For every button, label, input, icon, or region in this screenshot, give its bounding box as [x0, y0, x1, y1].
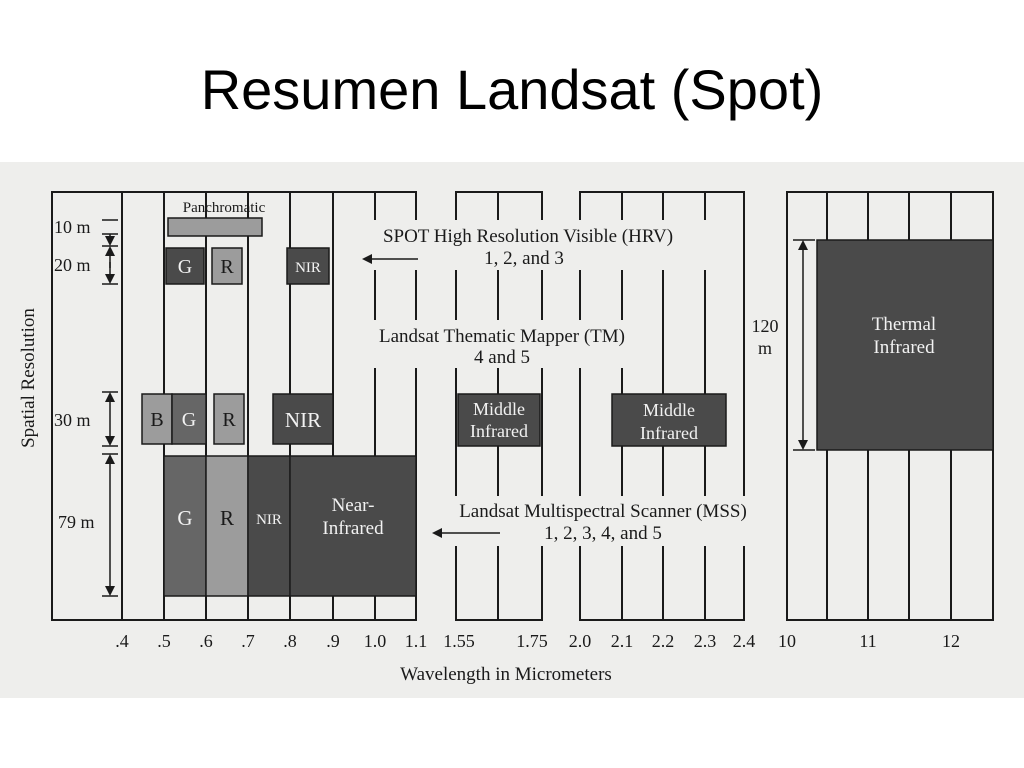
- spot-green-band: [165, 247, 205, 285]
- tm-thermal-infrared-band: [816, 239, 994, 451]
- mss-green-band: [163, 455, 207, 597]
- diagram-scan: Spatial Resolution 10 m 20 m 30 m 79 m 1…: [0, 162, 1024, 698]
- mss-green-label: G: [177, 506, 192, 530]
- tick-label: 1.75: [516, 631, 548, 651]
- mss-near-infrared-label-line2: Infrared: [322, 518, 384, 539]
- tm-middle-infrared-2-label-line2: Infrared: [640, 423, 698, 443]
- mss-sensor-name: Landsat Multispectral Scanner (MSS): [459, 501, 747, 522]
- tm-thermal-infrared-label-line2: Infrared: [873, 337, 935, 358]
- wavelength-ticks: .4 .5 .6 .7 .8 .9 1.0 1.1 1.55 1.75 2.0 …: [115, 631, 960, 651]
- tick-label: 12: [942, 631, 960, 651]
- resolution-label-120m-line2: m: [758, 338, 772, 358]
- resolution-label-10m: 10 m: [54, 217, 91, 237]
- tm-red-label: R: [222, 409, 236, 431]
- tick-label: 11: [859, 631, 876, 651]
- spot-label-bg: [344, 220, 706, 270]
- tm-blue-label: B: [150, 409, 163, 431]
- tick-label: 2.3: [694, 631, 717, 651]
- y-axis-label: Spatial Resolution: [18, 308, 39, 448]
- tick-label: .5: [157, 631, 171, 651]
- mss-near-infrared-label-line1: Near-: [332, 495, 375, 516]
- mss-near-infrared-band: [289, 455, 417, 597]
- tick-label: 1.1: [405, 631, 428, 651]
- mss-red-band: [205, 455, 249, 597]
- tm-middle-infrared-2-label-line1: Middle: [643, 400, 695, 420]
- tm-red-band: [213, 393, 245, 445]
- tick-label: 2.2: [652, 631, 675, 651]
- tm-thermal-infrared-label-line1: Thermal: [872, 314, 936, 335]
- tick-label: .9: [326, 631, 340, 651]
- tm-middle-infrared-1-label-line1: Middle: [473, 399, 525, 419]
- spot-sensor-name: SPOT High Resolution Visible (HRV): [383, 226, 673, 247]
- spot-red-band: [211, 247, 243, 285]
- spot-nir-label: NIR: [295, 260, 321, 276]
- mss-nir-label: NIR: [256, 512, 282, 528]
- spot-panchromatic-band: [167, 217, 263, 237]
- tm-nir-band: [272, 393, 334, 445]
- tm-green-label: G: [182, 409, 196, 431]
- tick-label: .8: [283, 631, 297, 651]
- x-axis-label: Wavelength in Micrometers: [400, 664, 612, 685]
- tick-label: .6: [199, 631, 213, 651]
- mss-red-label: R: [220, 506, 234, 530]
- resolution-label-20m: 20 m: [54, 255, 91, 275]
- tick-label: .4: [115, 631, 129, 651]
- tm-middle-infrared-1-band: [457, 393, 541, 447]
- tick-label: .7: [241, 631, 255, 651]
- panel-visible-nir-frame: [51, 191, 417, 621]
- tm-label-bg: [350, 320, 652, 368]
- spot-red-label: R: [220, 256, 234, 278]
- tm-nir-label: NIR: [285, 408, 321, 432]
- tm-middle-infrared-1-label-line2: Infrared: [470, 421, 528, 441]
- spot-sensor-models: 1, 2, and 3: [484, 248, 564, 269]
- resolution-label-30m: 30 m: [54, 410, 91, 430]
- tm-sensor-models: 4 and 5: [474, 347, 530, 368]
- tm-green-band: [171, 393, 207, 445]
- tm-middle-infrared-2-band: [611, 393, 727, 447]
- tick-label: 1.55: [443, 631, 475, 651]
- mss-sensor-models: 1, 2, 3, 4, and 5: [544, 523, 662, 544]
- tick-label: 10: [778, 631, 796, 651]
- spectral-bands-diagram: Spatial Resolution 10 m 20 m 30 m 79 m 1…: [18, 191, 994, 685]
- tick-label: 2.4: [733, 631, 756, 651]
- resolution-label-120m-line1: 120: [752, 316, 779, 336]
- tm-blue-band: [141, 393, 173, 445]
- resolution-arrows: [105, 234, 808, 596]
- panchromatic-label: Panchromatic: [183, 200, 266, 216]
- spot-nir-band: [286, 247, 330, 285]
- tick-label: 2.0: [569, 631, 592, 651]
- tm-sensor-name: Landsat Thematic Mapper (TM): [379, 326, 625, 347]
- mss-label-bg: [426, 496, 778, 546]
- tick-label: 2.1: [611, 631, 634, 651]
- spot-green-label: G: [178, 256, 192, 278]
- resolution-label-79m: 79 m: [58, 512, 95, 532]
- slide-title: Resumen Landsat (Spot): [200, 58, 824, 121]
- tick-label: 1.0: [364, 631, 387, 651]
